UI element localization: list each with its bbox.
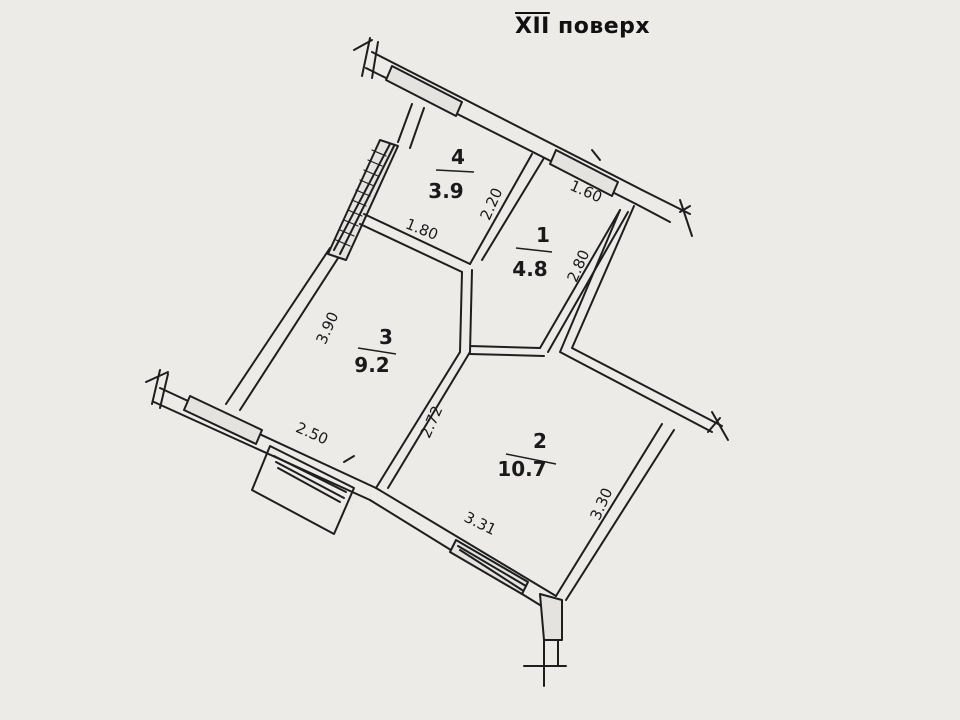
dim-room2-left: 2.72: [416, 403, 446, 441]
window-top: [385, 65, 463, 117]
wall-room3-left: [225, 247, 343, 411]
wall-tick-balcony: [343, 455, 355, 463]
vent-ticks: [335, 149, 387, 247]
room-3-label: 3 9.2: [354, 325, 397, 377]
room-number: 4: [451, 145, 465, 169]
wall-room4-right: [469, 153, 545, 265]
window-room3-left: [183, 395, 263, 445]
wall-tick-left: [145, 369, 169, 409]
room-1-label: 1 4.8: [512, 223, 553, 281]
window-bottom-lines: [457, 545, 527, 591]
wall-room1-right: [539, 209, 629, 353]
wall-tick-top-right: [679, 199, 693, 237]
wall-bottom-stub: [539, 593, 563, 641]
room-number: 1: [536, 223, 550, 247]
room-area: 10.7: [497, 457, 546, 481]
wall-tick-top-left: [353, 37, 379, 79]
floor-number: XII: [515, 14, 550, 39]
wall-room4-left: [397, 103, 425, 149]
room-area: 9.2: [354, 353, 389, 377]
wall-room2-right: [555, 423, 675, 601]
dim-room3-width: 2.50: [293, 418, 331, 448]
window-top-right: [549, 149, 619, 197]
room-number: 3: [379, 325, 393, 349]
floor-title: XII поверх: [515, 14, 650, 39]
dim-room4-width: 1.80: [403, 215, 441, 244]
wall-hub: [459, 269, 545, 357]
room-2-label: 2 10.7: [497, 429, 557, 481]
floor-word: поверх: [558, 14, 651, 39]
wall-tick-bottom: [523, 639, 567, 687]
wall-tick-right: [707, 411, 729, 441]
wall-tick-top-mid: [591, 149, 601, 161]
room-number: 2: [533, 429, 547, 453]
room-area: 3.9: [428, 179, 463, 203]
wall-room3-right: [375, 351, 471, 489]
dim-room2-bottom: 3.31: [461, 508, 499, 539]
balcony-window: [273, 455, 347, 503]
wall-corridor: [559, 205, 723, 433]
vent-hatching: [333, 143, 395, 255]
room-4-label: 4 3.9: [428, 145, 475, 203]
dim-room4-depth: 2.20: [476, 185, 506, 223]
dim-room3-depth: 3.90: [312, 309, 342, 347]
balcony: [251, 445, 355, 535]
room-area: 4.8: [512, 257, 547, 281]
wall-room4-bottom: [359, 213, 471, 273]
